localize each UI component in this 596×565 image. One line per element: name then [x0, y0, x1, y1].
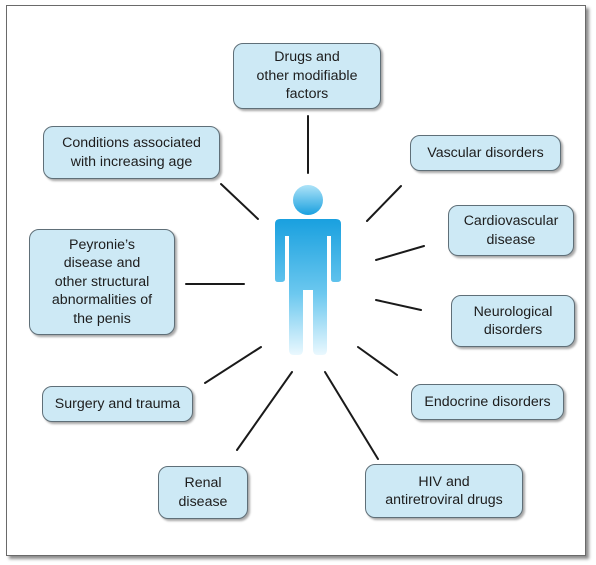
node-renal: Renal disease — [158, 466, 248, 519]
person-head — [293, 185, 323, 215]
node-neuro: Neurological disorders — [451, 295, 575, 347]
node-age: Conditions associated with increasing ag… — [43, 126, 220, 179]
node-surgery: Surgery and trauma — [42, 386, 193, 422]
connector-endocrine — [357, 346, 398, 376]
node-cardio: Cardiovascular disease — [448, 205, 574, 256]
node-endocrine: Endocrine disorders — [411, 384, 564, 420]
person-body — [275, 219, 341, 355]
node-hiv: HIV and antiretroviral drugs — [365, 464, 523, 518]
connector-neuro — [375, 299, 422, 311]
node-peyronie: Peyronie’s disease and other structural … — [29, 229, 175, 335]
connector-hiv — [324, 371, 379, 460]
node-drugs: Drugs and other modifiable factors — [233, 43, 381, 109]
connector-renal — [236, 371, 293, 451]
connector-surgery — [204, 346, 262, 384]
connector-cardio — [375, 245, 425, 261]
connector-vascular — [366, 185, 402, 222]
connector-age — [220, 183, 259, 220]
node-vascular: Vascular disorders — [410, 135, 561, 171]
